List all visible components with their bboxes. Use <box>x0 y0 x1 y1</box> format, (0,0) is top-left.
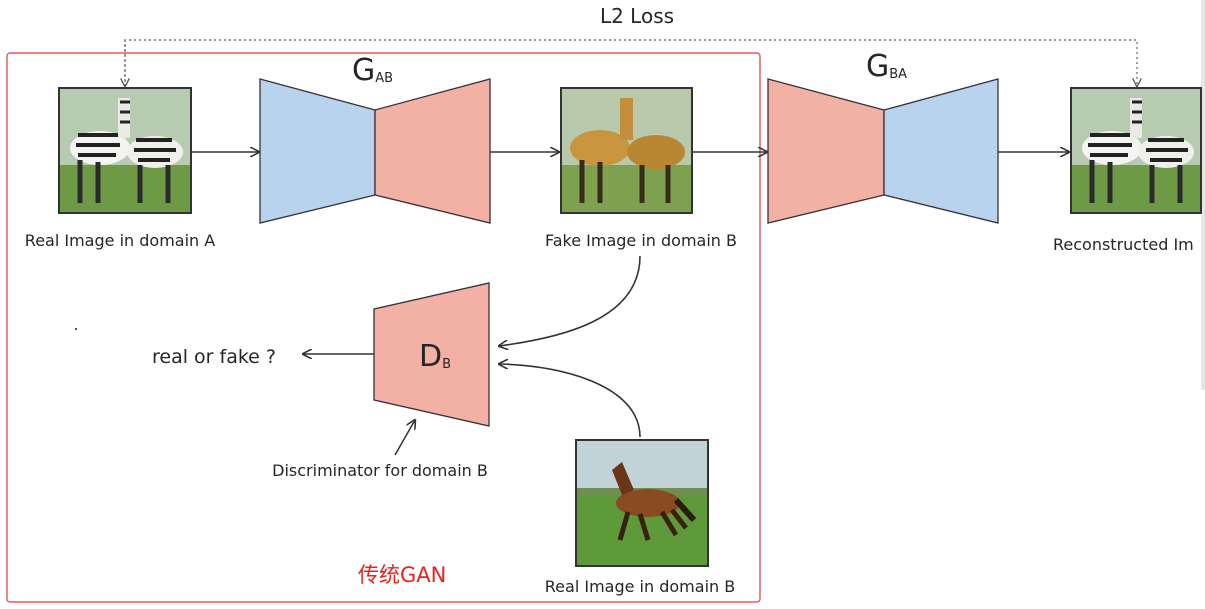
edge-bar <box>1201 0 1205 390</box>
label-discriminator: Discriminator for domain B <box>272 461 488 480</box>
discriminator-b <box>373 282 490 427</box>
loss-label: L2 Loss <box>600 4 674 28</box>
label-real-or-fake: real or fake ? <box>152 346 276 368</box>
gab-label: GAB <box>352 53 393 88</box>
speck <box>75 328 77 330</box>
real-image-b <box>575 439 709 567</box>
traditional-gan-caption: 传统GAN <box>358 563 446 587</box>
arrow-realb-to-d <box>499 364 641 438</box>
l2-loss-connector <box>125 39 1137 86</box>
arrow-caption-to-d <box>394 420 415 456</box>
label-real-a: Real Image in domain A <box>25 231 215 250</box>
fake-image-b <box>560 87 693 214</box>
real-image-a <box>58 87 192 214</box>
reconstructed-image <box>1070 87 1202 214</box>
label-real-b: Real Image in domain B <box>545 577 735 596</box>
label-fake-b: Fake Image in domain B <box>545 231 737 250</box>
label-reconstructed: Reconstructed Im <box>1053 235 1194 254</box>
generator-ab <box>259 78 491 224</box>
traditional-gan-box <box>6 52 761 603</box>
gba-label: GBA <box>866 49 907 84</box>
generator-ba <box>767 78 999 224</box>
db-label: DB <box>419 339 451 374</box>
arrow-fakeb-to-d <box>499 255 641 346</box>
